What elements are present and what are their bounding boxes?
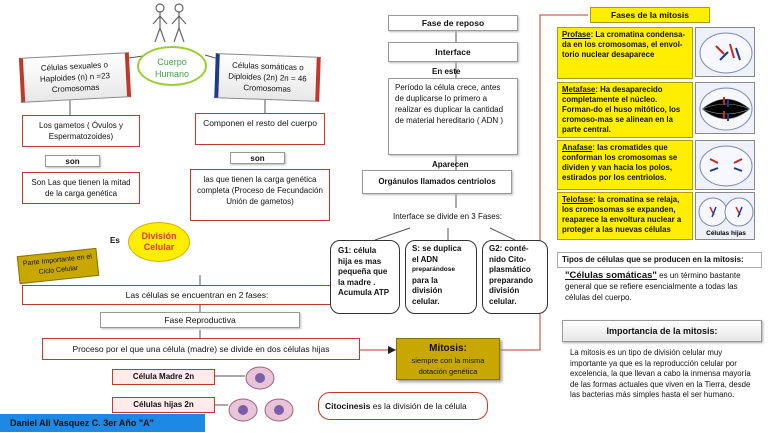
types-title-text: Tipos de células que se producen en la m… <box>562 255 744 264</box>
metaphase-box: Metafase: Ha desaparecido completamente … <box>557 82 693 138</box>
somatic-cells-box: Células somáticas o Diploides (2n) 2n = … <box>214 53 321 102</box>
prophase-box: Profase: La cromatina condensa-da en los… <box>557 27 693 79</box>
g2-box: G2: conté-nido Cito-plasmático preparand… <box>482 240 548 314</box>
three-phases-label: Interface se divide en 3 Fases: <box>360 208 535 228</box>
daughter-cells-caption: Células hijas <box>706 230 746 237</box>
son-left-text: son <box>65 157 80 166</box>
g2-text: G2: conté-nido Cito-plasmático preparand… <box>489 244 534 306</box>
cytokinesis-rest: es la división de la célula <box>370 401 467 411</box>
important-part-tag: Parte Importante en el Ciclo Celular <box>16 247 100 285</box>
metaphase-name: Metafase <box>562 85 596 94</box>
interphase-text: Interface <box>435 47 471 57</box>
prophase-image <box>695 27 755 77</box>
aparecen-label: Aparecen <box>432 160 468 169</box>
human-figures-image <box>145 2 193 44</box>
es-label: Es <box>110 236 120 245</box>
cytokinesis-box: Citocinesis es la división de la célula <box>318 392 488 420</box>
somatic-quote: "Células somáticas" <box>565 270 657 281</box>
organelles-box: Orgánulos llamados centriolos <box>362 170 512 194</box>
gametes-text: Los gametos ( Óvulos y Espermatozoides) <box>38 121 124 141</box>
period-box: Período la célula crece, antes de duplic… <box>388 78 518 155</box>
author-text: Daniel Ali Vasquez C. 3er Año "A" <box>10 418 154 428</box>
division-text: División Celular <box>141 231 177 252</box>
daughter-cell-image-2 <box>264 398 294 422</box>
prophase-name: Profase <box>562 30 591 39</box>
s-box: S: se duplica el ADN preparándose para l… <box>405 240 477 314</box>
somatic-definition: "Células somáticas" es un término bastan… <box>565 270 760 314</box>
telophase-box: Telofase: la cromatina se relaja, los cr… <box>557 192 693 240</box>
aparecen-text: Aparecen <box>432 160 469 169</box>
types-title-box: Tipos de células que se producen en la m… <box>557 252 762 268</box>
rest-body-text: Componen el resto del cuerpo <box>203 118 317 128</box>
rest-phase-text: Fase de reposo <box>421 18 485 28</box>
full-load-text: las que tienen la carga genética complet… <box>197 175 323 206</box>
repro-phase-text: Fase Reproductiva <box>164 315 236 325</box>
anaphase-box: Anafase: las cromatides que conforman lo… <box>557 140 693 190</box>
interphase-box: Interface <box>388 42 518 62</box>
s-rest: para la división celular. <box>412 275 443 306</box>
s-small: preparándose <box>412 266 455 273</box>
son-right-text: son <box>250 154 265 163</box>
three-phases-text: Interface se divide en 3 Fases: <box>393 212 502 221</box>
g1-text: G1: célula hija es mas pequeña que la ma… <box>338 246 390 297</box>
half-load-text: Son Las que tienen la mitad de la carga … <box>31 178 131 198</box>
telophase-name: Telofase <box>562 195 594 204</box>
center-bubble-label: Cuerpo Humano <box>154 57 190 79</box>
sexual-cells-box: Células sexuales o Haploides (n) n =23 C… <box>18 52 132 103</box>
gametes-box: Los gametos ( Óvulos y Espermatozoides) <box>22 115 140 147</box>
phases-title-text: Fases de la mitosis <box>611 10 689 20</box>
rest-body-box: Componen el resto del cuerpo <box>195 113 325 145</box>
mitosis-sub: siempre con la misma dotación genética <box>411 356 485 376</box>
rest-phase-box: Fase de reposo <box>388 15 518 31</box>
center-bubble: Cuerpo Humano <box>137 46 207 86</box>
importance-text: La mitosis es un tipo de división celula… <box>570 348 751 399</box>
repro-phase-box: Fase Reproductiva <box>100 312 300 328</box>
somatic-text: es un término bastante general que se re… <box>565 271 741 302</box>
period-text: Período la célula crece, antes de duplic… <box>395 83 504 125</box>
metaphase-text: : Ha desaparecido completamente el núcle… <box>562 85 681 134</box>
process-text: Proceso por el que una célula (madre) se… <box>72 344 330 354</box>
full-load-box: las que tienen la carga genética complet… <box>190 169 330 221</box>
s-label: S: se duplica el ADN <box>412 244 462 264</box>
division-bubble: División Celular <box>128 222 190 262</box>
son-right-label: son <box>230 152 285 164</box>
sexual-cells-text: Células sexuales o Haploides (n) n =23 C… <box>39 60 111 95</box>
daughter-cell-image-1 <box>228 398 258 422</box>
two-phases-box: Las células se encuentran en 2 fases: <box>22 285 372 305</box>
anaphase-text: : las cromatides que conforman los cromo… <box>562 143 678 182</box>
importance-title-text: Importancia de la mitosis: <box>606 326 718 336</box>
two-phases-text: Las células se encuentran en 2 fases: <box>125 290 269 300</box>
anaphase-name: Anafase <box>562 143 593 152</box>
phases-title-box: Fases de la mitosis <box>590 7 710 23</box>
en-este-text: En este <box>432 67 461 76</box>
somatic-cells-text: Células somáticas o Diploides (2n) 2n = … <box>228 60 307 94</box>
son-left-label: son <box>45 155 100 167</box>
importance-title-box: Importancia de la mitosis: <box>562 320 762 342</box>
prophase-text: : La cromatina condensa-da en los cromos… <box>562 30 686 59</box>
es-text: Es <box>110 236 120 245</box>
mother-cell-box: Célula Madre 2n <box>112 369 215 385</box>
cytokinesis-bold: Citocinesis <box>325 401 371 411</box>
important-part-text: Parte Importante en el Ciclo Celular <box>22 253 93 277</box>
author-label: Daniel Ali Vasquez C. 3er Año "A" <box>0 414 205 432</box>
g1-box: G1: célula hija es mas pequeña que la ma… <box>330 240 400 314</box>
daughter-cells-box: Células hijas 2n <box>112 397 215 413</box>
mother-cell-text: Célula Madre 2n <box>132 372 195 381</box>
daughter-cells-text: Células hijas 2n <box>133 400 194 409</box>
organelles-text: Orgánulos llamados centriolos <box>378 177 496 186</box>
mitosis-title: Mitosis: <box>429 343 467 354</box>
telophase-text: : la cromatina se relaja, los cromosomas… <box>562 195 682 234</box>
process-box: Proceso por el que una célula (madre) se… <box>42 338 360 360</box>
mitosis-box: Mitosis: siempre con la misma dotación g… <box>396 338 500 380</box>
metaphase-image <box>695 82 755 134</box>
en-este-label: En este <box>432 67 460 76</box>
telophase-image: Células hijas <box>695 192 755 240</box>
importance-text-box: La mitosis es un tipo de división celula… <box>570 348 760 428</box>
half-load-box: Son Las que tienen la mitad de la carga … <box>22 172 140 204</box>
mother-cell-image <box>245 366 275 390</box>
anaphase-image <box>695 140 755 190</box>
